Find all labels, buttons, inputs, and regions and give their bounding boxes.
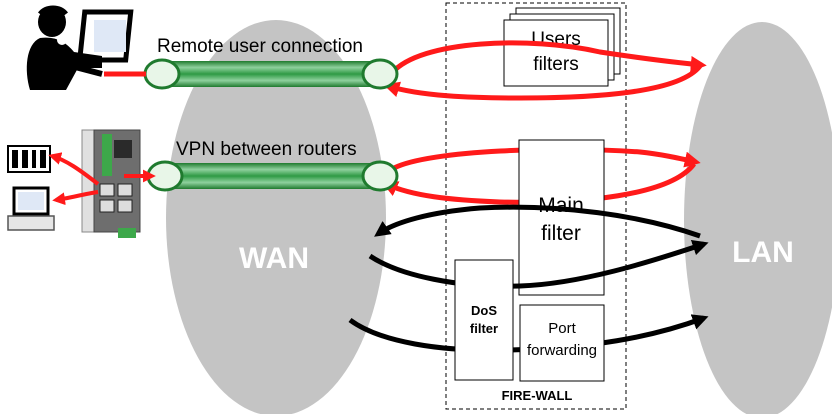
dos-filter-box: [454, 259, 514, 381]
lan-to-wan-arrow: [374, 204, 701, 239]
router-to-workstation-arrow: [52, 190, 99, 206]
wan-label: WAN: [239, 242, 309, 275]
wan-cloud: [166, 20, 386, 414]
dos-filter-line1: DoS: [471, 303, 497, 318]
dos-filter-line2: filter: [470, 321, 498, 336]
desktop-computer-icon: [7, 186, 55, 231]
vpn-tunnel: [146, 160, 399, 192]
vpn-arrow-in: [381, 162, 696, 205]
port-forwarding-line1: Port: [548, 320, 576, 337]
port-forwarding-box: [519, 304, 605, 382]
port-forwarding-line2: forwarding: [527, 342, 597, 359]
lan-cloud: [684, 22, 832, 414]
plc-rack-icon: [7, 145, 51, 173]
wan-to-lan-arrow: [368, 239, 709, 289]
person-at-computer-icon: [26, 5, 134, 90]
main-filter-box: [518, 139, 605, 296]
firewall-boundary: [445, 2, 627, 410]
router-to-plc-arrow: [48, 152, 100, 186]
lan-label: LAN: [732, 236, 794, 269]
remote-user-connection-label: Remote user connection: [157, 36, 363, 57]
remote-user-tunnel: [143, 58, 399, 90]
firewall-label: FIRE-WALL: [502, 388, 573, 403]
remote-user-arrow-in: [383, 64, 702, 101]
main-filter-line2: filter: [541, 222, 581, 245]
users-filters-line2: filters: [533, 54, 578, 75]
router-device-icon: [81, 129, 141, 238]
remote-user-arrow-out: [390, 40, 707, 75]
users-filters-box: [503, 19, 609, 87]
vpn-between-routers-label: VPN between routers: [176, 139, 357, 160]
